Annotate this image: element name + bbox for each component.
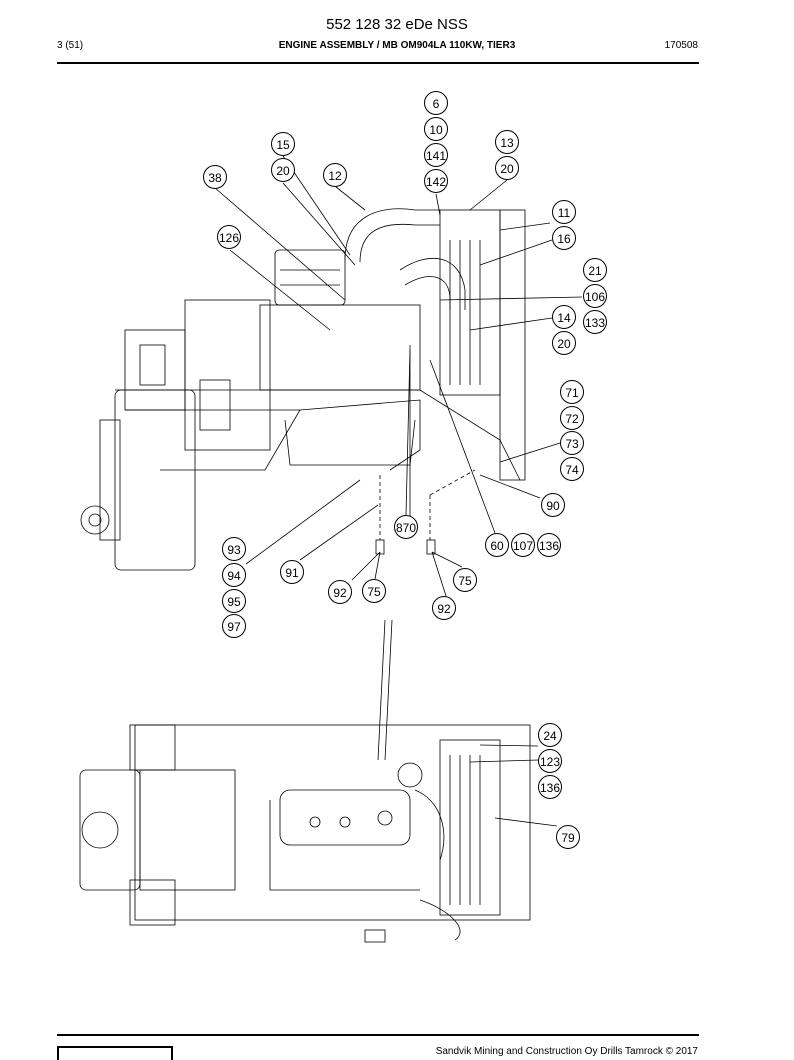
callout: 142: [424, 169, 448, 193]
brand-logo: [57, 1046, 173, 1060]
section-title: ENGINE ASSEMBLY / MB OM904LA 110KW, TIER…: [278, 40, 516, 51]
callout: 11: [552, 200, 576, 224]
header-rule: [57, 62, 699, 64]
callout: 21: [583, 258, 607, 282]
callout: 38: [203, 165, 227, 189]
leader-lines: [214, 155, 583, 827]
date-code: 170508: [664, 40, 698, 51]
callout: 133: [583, 310, 607, 334]
callout: 16: [552, 226, 576, 250]
callout: 90: [541, 493, 565, 517]
callout: 136: [538, 775, 562, 799]
copyright-text: Sandvik Mining and Construction Oy Drill…: [435, 1046, 698, 1057]
callout: 126: [217, 225, 241, 249]
callout: 75: [362, 579, 386, 603]
page-number: 3 (51): [57, 40, 84, 51]
callout: 92: [432, 596, 456, 620]
callout: 71: [560, 380, 584, 404]
callout: 123: [538, 749, 562, 773]
callout: 15: [271, 132, 295, 156]
footer-rule: [57, 1034, 699, 1036]
callout: 72: [560, 406, 584, 430]
callout: 13: [495, 130, 519, 154]
callout: 74: [560, 457, 584, 481]
callout: 91: [280, 560, 304, 584]
callout: 60: [485, 533, 509, 557]
callout: 79: [556, 825, 580, 849]
engine-side-view: [80, 208, 526, 571]
callout: 870: [394, 515, 418, 539]
callout: 6: [424, 91, 448, 115]
callout: 106: [583, 284, 607, 308]
document-title: 552 128 32 eDe NSS: [326, 16, 468, 33]
callout: 75: [453, 568, 477, 592]
callout: 73: [560, 431, 584, 455]
callout: 20: [271, 158, 295, 182]
callout: 20: [495, 156, 519, 180]
callout: 97: [222, 614, 246, 638]
callout: 92: [328, 580, 352, 604]
callout: 24: [538, 723, 562, 747]
callout: 93: [222, 537, 246, 561]
callout: 107: [511, 533, 535, 557]
callout: 141: [424, 143, 448, 167]
callout: 94: [222, 563, 246, 587]
callout: 20: [552, 331, 576, 355]
callout: 10: [424, 117, 448, 141]
callout: 12: [323, 163, 347, 187]
engine-top-view: [79, 619, 531, 943]
callout: 136: [537, 533, 561, 557]
callout: 95: [222, 589, 246, 613]
callout: 14: [552, 305, 576, 329]
